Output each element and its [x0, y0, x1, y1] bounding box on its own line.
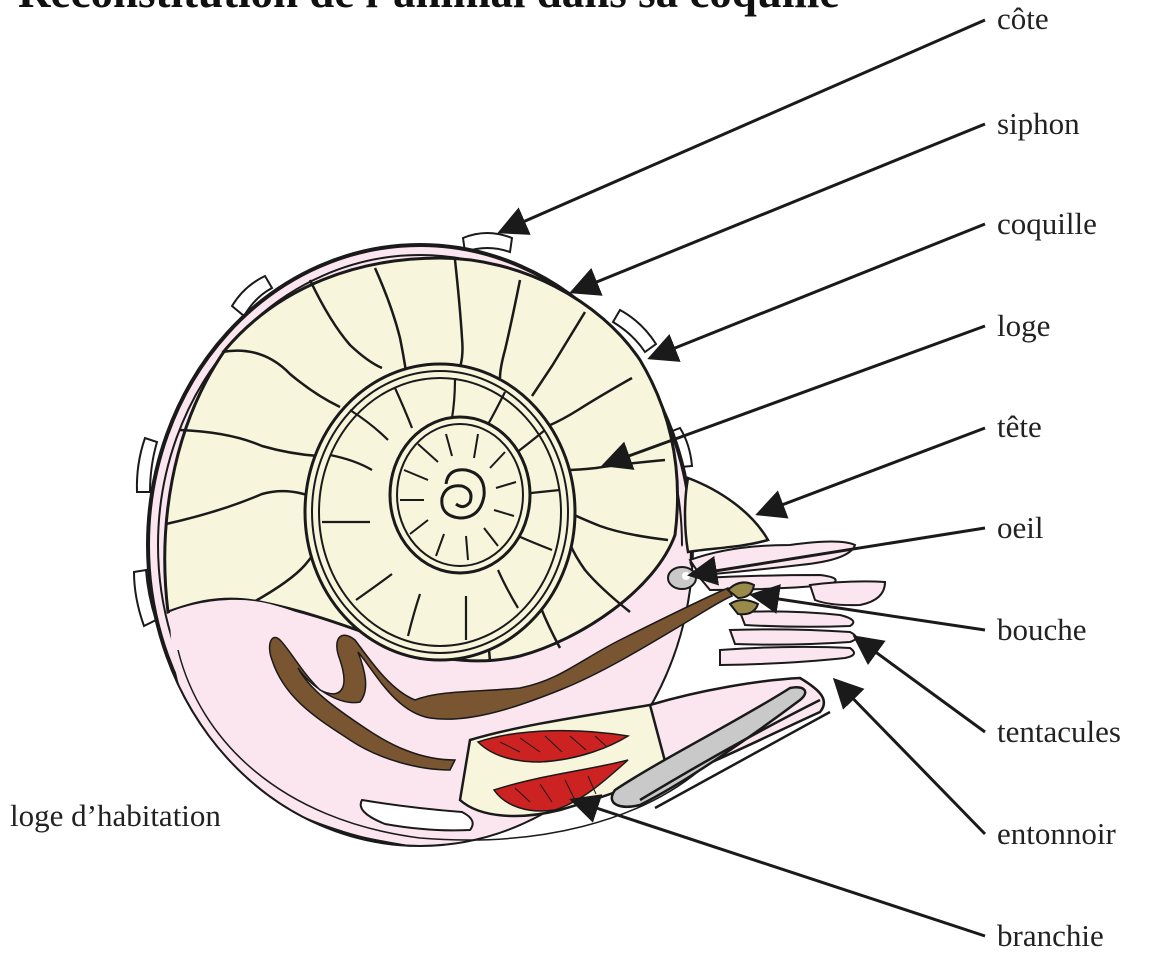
inner-whorl	[390, 417, 530, 573]
arrow-siphon	[572, 124, 985, 292]
arrow-loge	[604, 326, 985, 465]
arrow-cote	[500, 20, 985, 232]
label-oeil: oeil	[997, 512, 1044, 543]
eye	[668, 567, 696, 589]
label-loge-habitation: loge d’habitation	[10, 800, 221, 831]
mouth	[728, 582, 758, 614]
label-tete: tête	[997, 411, 1042, 442]
label-branchie: branchie	[997, 920, 1104, 951]
label-loge: loge	[997, 310, 1050, 341]
eye-highlight	[682, 572, 690, 580]
arrow-entonnoir	[835, 680, 985, 834]
label-tentacules: tentacules	[997, 716, 1121, 747]
arrow-coquille	[650, 224, 985, 358]
head	[685, 478, 768, 552]
arrow-tete	[758, 428, 985, 514]
label-bouche: bouche	[997, 614, 1087, 645]
label-coquille: coquille	[997, 208, 1097, 239]
arrow-tentacules	[855, 637, 985, 732]
label-siphon: siphon	[997, 108, 1080, 139]
label-entonnoir: entonnoir	[997, 818, 1116, 849]
arrow-branchie	[572, 800, 985, 936]
label-cote: côte	[997, 3, 1049, 34]
